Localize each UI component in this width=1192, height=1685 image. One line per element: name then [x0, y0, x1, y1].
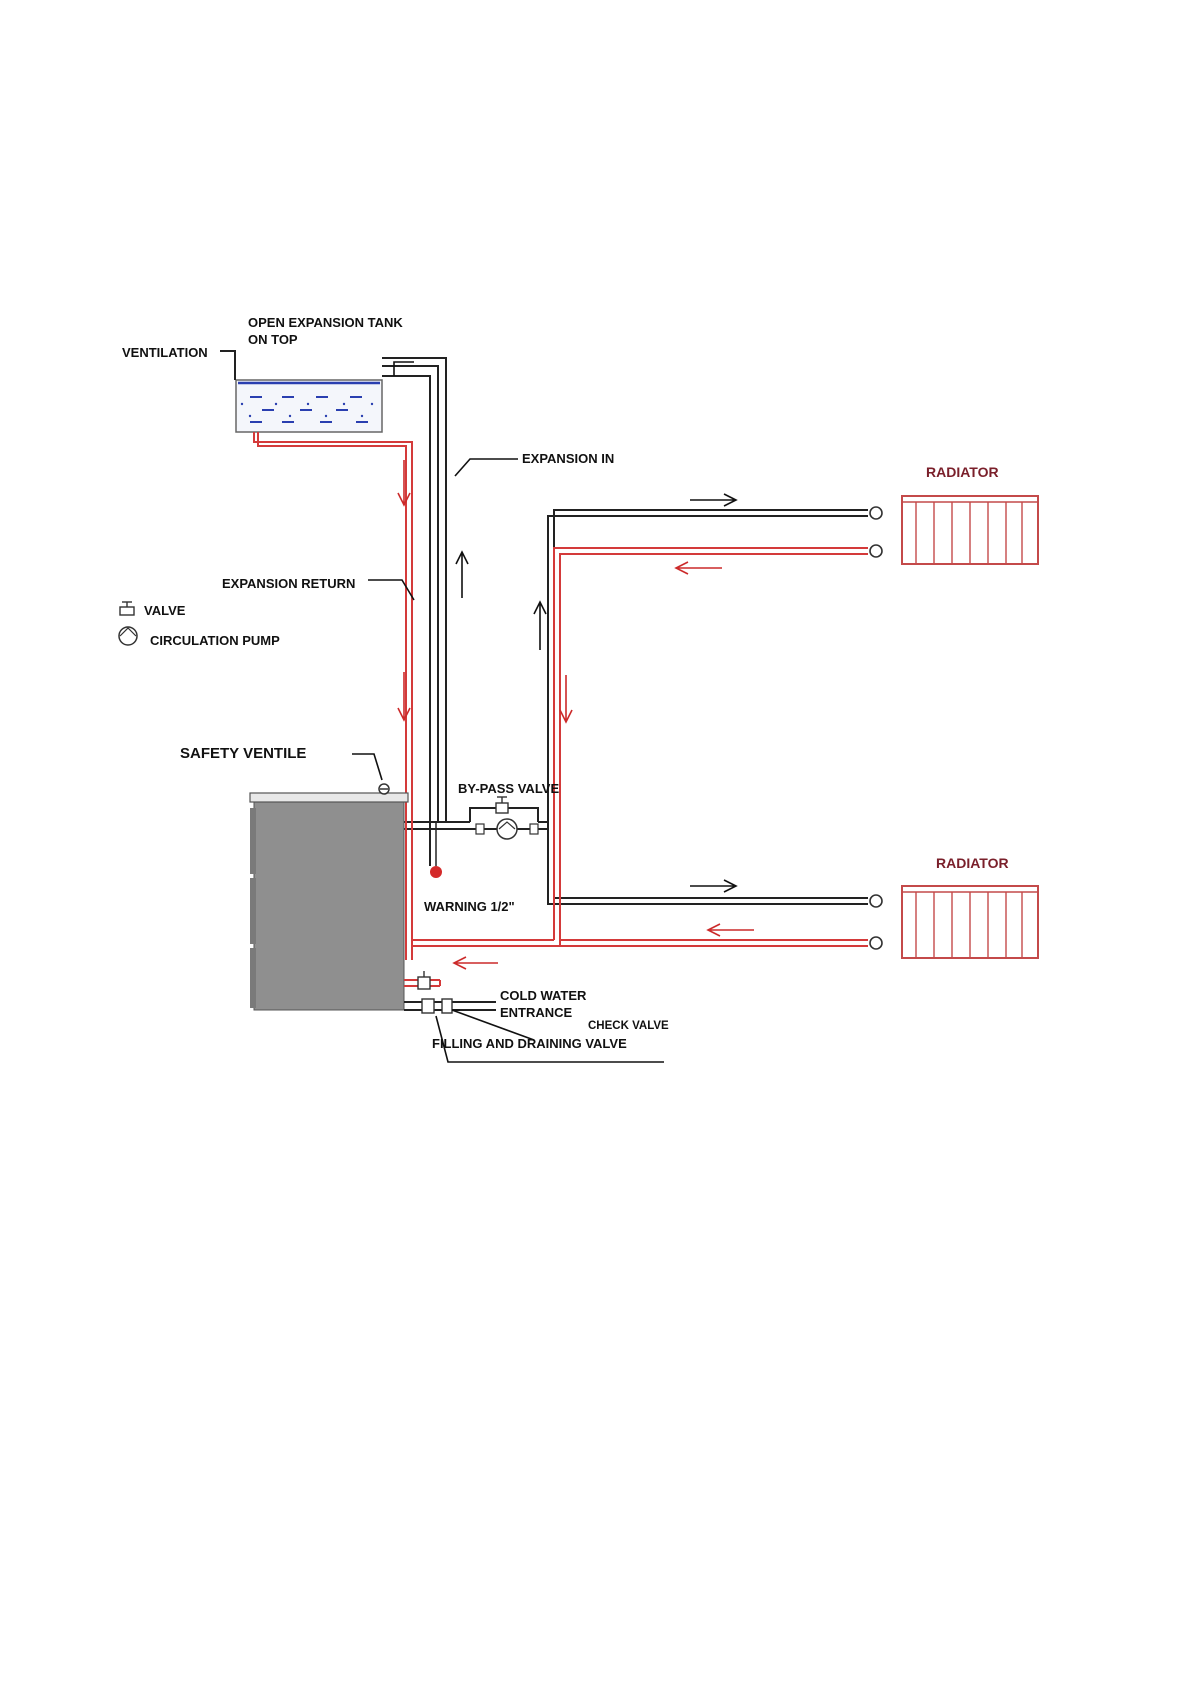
filling-valve-icon: [418, 971, 430, 989]
boiler: [250, 793, 408, 1010]
legend-valve-label: VALVE: [144, 603, 186, 618]
safety-ventile-icon: [379, 784, 389, 794]
warning-indicator: [430, 822, 442, 878]
flow-arrows: [398, 460, 754, 969]
radiator-top: [870, 496, 1038, 564]
radiator-bottom-label: RADIATOR: [936, 855, 1009, 871]
warning-label: WARNING 1/2": [424, 899, 515, 914]
supply-pipe: [446, 510, 868, 904]
bypass-valve-label: BY-PASS VALVE: [458, 781, 559, 796]
check-valve-label: CHECK VALVE: [588, 1020, 669, 1032]
safety-ventile-label: SAFETY VENTILE: [180, 745, 306, 762]
expansion-in-pipe: [382, 358, 446, 866]
legend-valve-icon: [120, 602, 134, 615]
bypass-valve-icon: [496, 797, 508, 813]
legend-pump-icon: [119, 627, 137, 645]
expansion-return-label: EXPANSION RETURN: [222, 576, 355, 591]
cold-water-label-line2: ENTRANCE: [500, 1005, 573, 1020]
ventilation-label: VENTILATION: [122, 345, 208, 360]
return-pipe: [404, 548, 868, 986]
expansion-in-label: EXPANSION IN: [522, 451, 614, 466]
radiator-top-label: RADIATOR: [926, 464, 999, 480]
expansion-tank-label-line1: OPEN EXPANSION TANK: [248, 315, 403, 330]
legend-pump-label: CIRCULATION PUMP: [150, 633, 280, 648]
radiator-bottom: [870, 886, 1038, 958]
expansion-tank: [236, 380, 382, 432]
cold-water-label-line1: COLD WATER: [500, 988, 587, 1003]
filling-draining-label: FILLING AND DRAINING VALVE: [432, 1036, 627, 1051]
expansion-tank-label-line2: ON TOP: [248, 332, 298, 347]
ventilation-pipe: [220, 351, 235, 380]
